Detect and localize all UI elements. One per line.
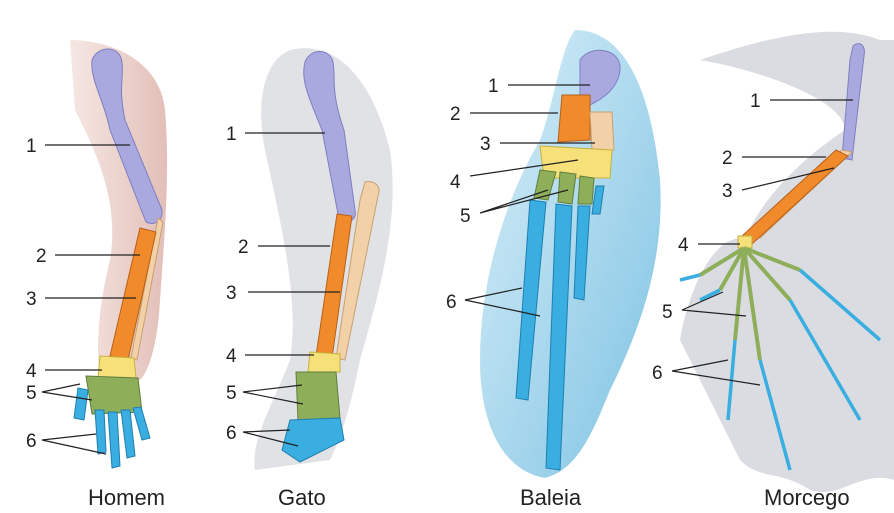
whale-ulna bbox=[590, 112, 614, 150]
human-arm bbox=[70, 40, 167, 468]
captions: Homem Gato Baleia Morcego bbox=[88, 485, 850, 510]
cat-metacarpals bbox=[296, 372, 340, 420]
whale-label-4: 4 bbox=[450, 172, 461, 193]
bat-carpals bbox=[738, 236, 752, 248]
human-label-1: 1 bbox=[26, 136, 37, 157]
caption-bat: Morcego bbox=[764, 485, 850, 510]
cat-label-2: 2 bbox=[238, 237, 249, 258]
bat-label-1: 1 bbox=[750, 91, 761, 112]
human-carpals bbox=[98, 356, 136, 378]
whale-label-3: 3 bbox=[480, 134, 491, 155]
caption-human: Homem bbox=[88, 485, 165, 510]
cat-label-6: 6 bbox=[226, 423, 237, 444]
whale-label-5: 5 bbox=[460, 206, 471, 227]
bat-label-5: 5 bbox=[662, 302, 673, 323]
cat-phalanges bbox=[282, 418, 344, 462]
human-label-5: 5 bbox=[26, 383, 37, 404]
bat-label-3: 3 bbox=[722, 181, 733, 202]
caption-whale: Baleia bbox=[520, 485, 582, 510]
whale-label-1: 1 bbox=[488, 76, 499, 97]
human-label-4: 4 bbox=[26, 361, 37, 382]
bat-label-4: 4 bbox=[678, 235, 689, 256]
cat-label-5: 5 bbox=[226, 383, 237, 404]
whale-label-2: 2 bbox=[450, 104, 461, 125]
cat-label-1: 1 bbox=[226, 124, 237, 145]
caption-cat: Gato bbox=[278, 485, 326, 510]
human-label-3: 3 bbox=[26, 289, 37, 310]
bat-wing bbox=[680, 32, 894, 492]
cat-label-3: 3 bbox=[226, 283, 237, 304]
cat-leg bbox=[254, 48, 392, 470]
bat-label-6: 6 bbox=[652, 363, 663, 384]
human-label-6: 6 bbox=[26, 431, 37, 452]
whale-radius bbox=[558, 95, 590, 142]
whale-label-6: 6 bbox=[446, 292, 457, 313]
cat-label-4: 4 bbox=[226, 346, 237, 367]
whale-flipper bbox=[480, 30, 661, 478]
human-label-2: 2 bbox=[36, 246, 47, 267]
bat-label-2: 2 bbox=[722, 148, 733, 169]
bat-wing-membrane bbox=[680, 32, 894, 492]
